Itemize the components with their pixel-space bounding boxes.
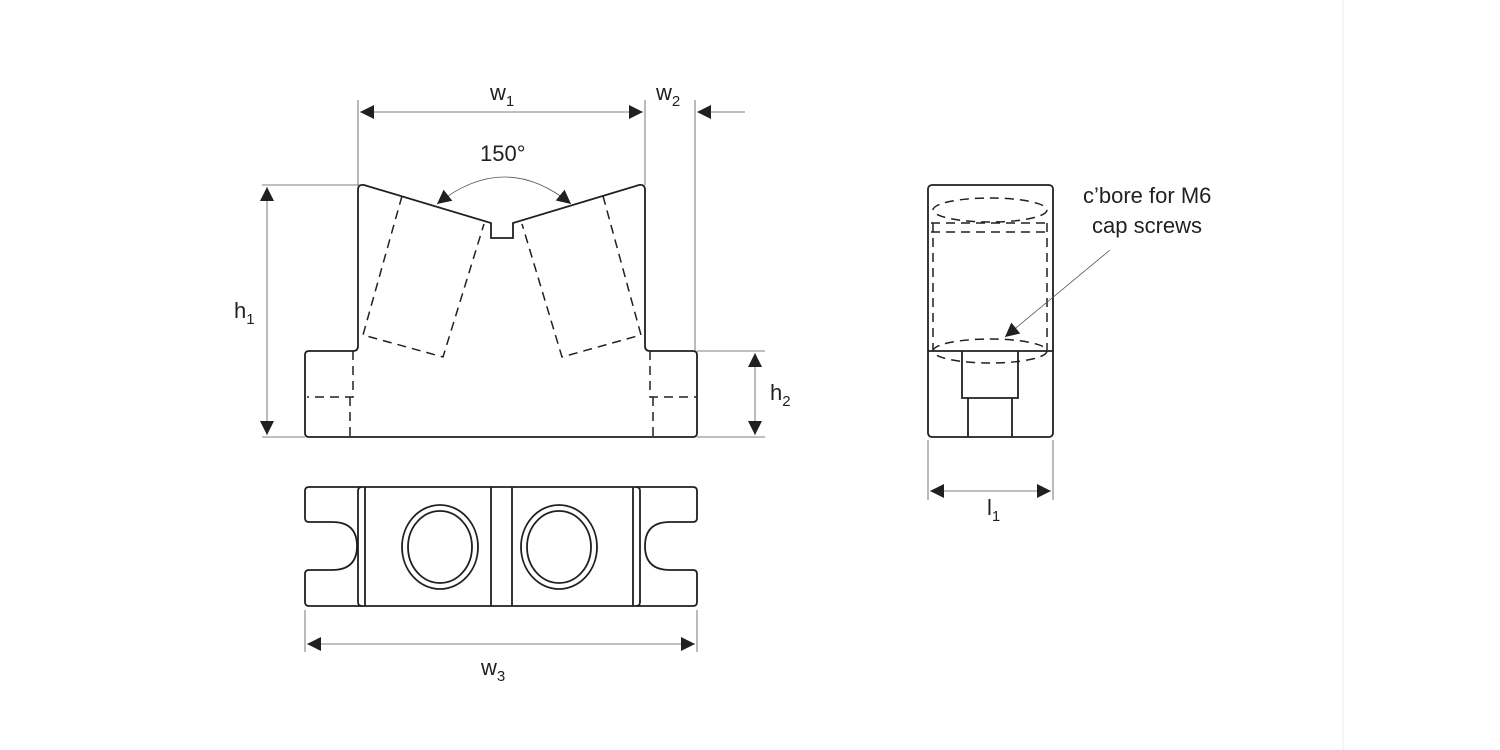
bore-circle bbox=[526, 510, 592, 584]
counterbore-circle-outer bbox=[520, 504, 598, 590]
angle-arc bbox=[436, 176, 572, 205]
w2-label: w2 bbox=[655, 80, 680, 110]
note-line-1: c’bore for M6 bbox=[1083, 183, 1211, 208]
front-view: w1 w2 150° h1 h2 bbox=[234, 80, 791, 438]
note-line-2: cap screws bbox=[1092, 213, 1202, 238]
side-view: l1 c’bore for M6 cap screws bbox=[927, 183, 1211, 525]
h2-label: h2 bbox=[770, 380, 791, 410]
counterbore-circle-outer bbox=[401, 504, 479, 590]
w1-label: w1 bbox=[489, 80, 514, 110]
top-view: w3 bbox=[304, 486, 698, 685]
l1-label: l1 bbox=[987, 495, 1000, 525]
h1-label: h1 bbox=[234, 298, 255, 328]
bore-circle bbox=[407, 510, 473, 584]
leader-arrow bbox=[1004, 249, 1111, 338]
w3-label: w3 bbox=[480, 655, 505, 685]
angle-label: 150° bbox=[480, 141, 526, 166]
